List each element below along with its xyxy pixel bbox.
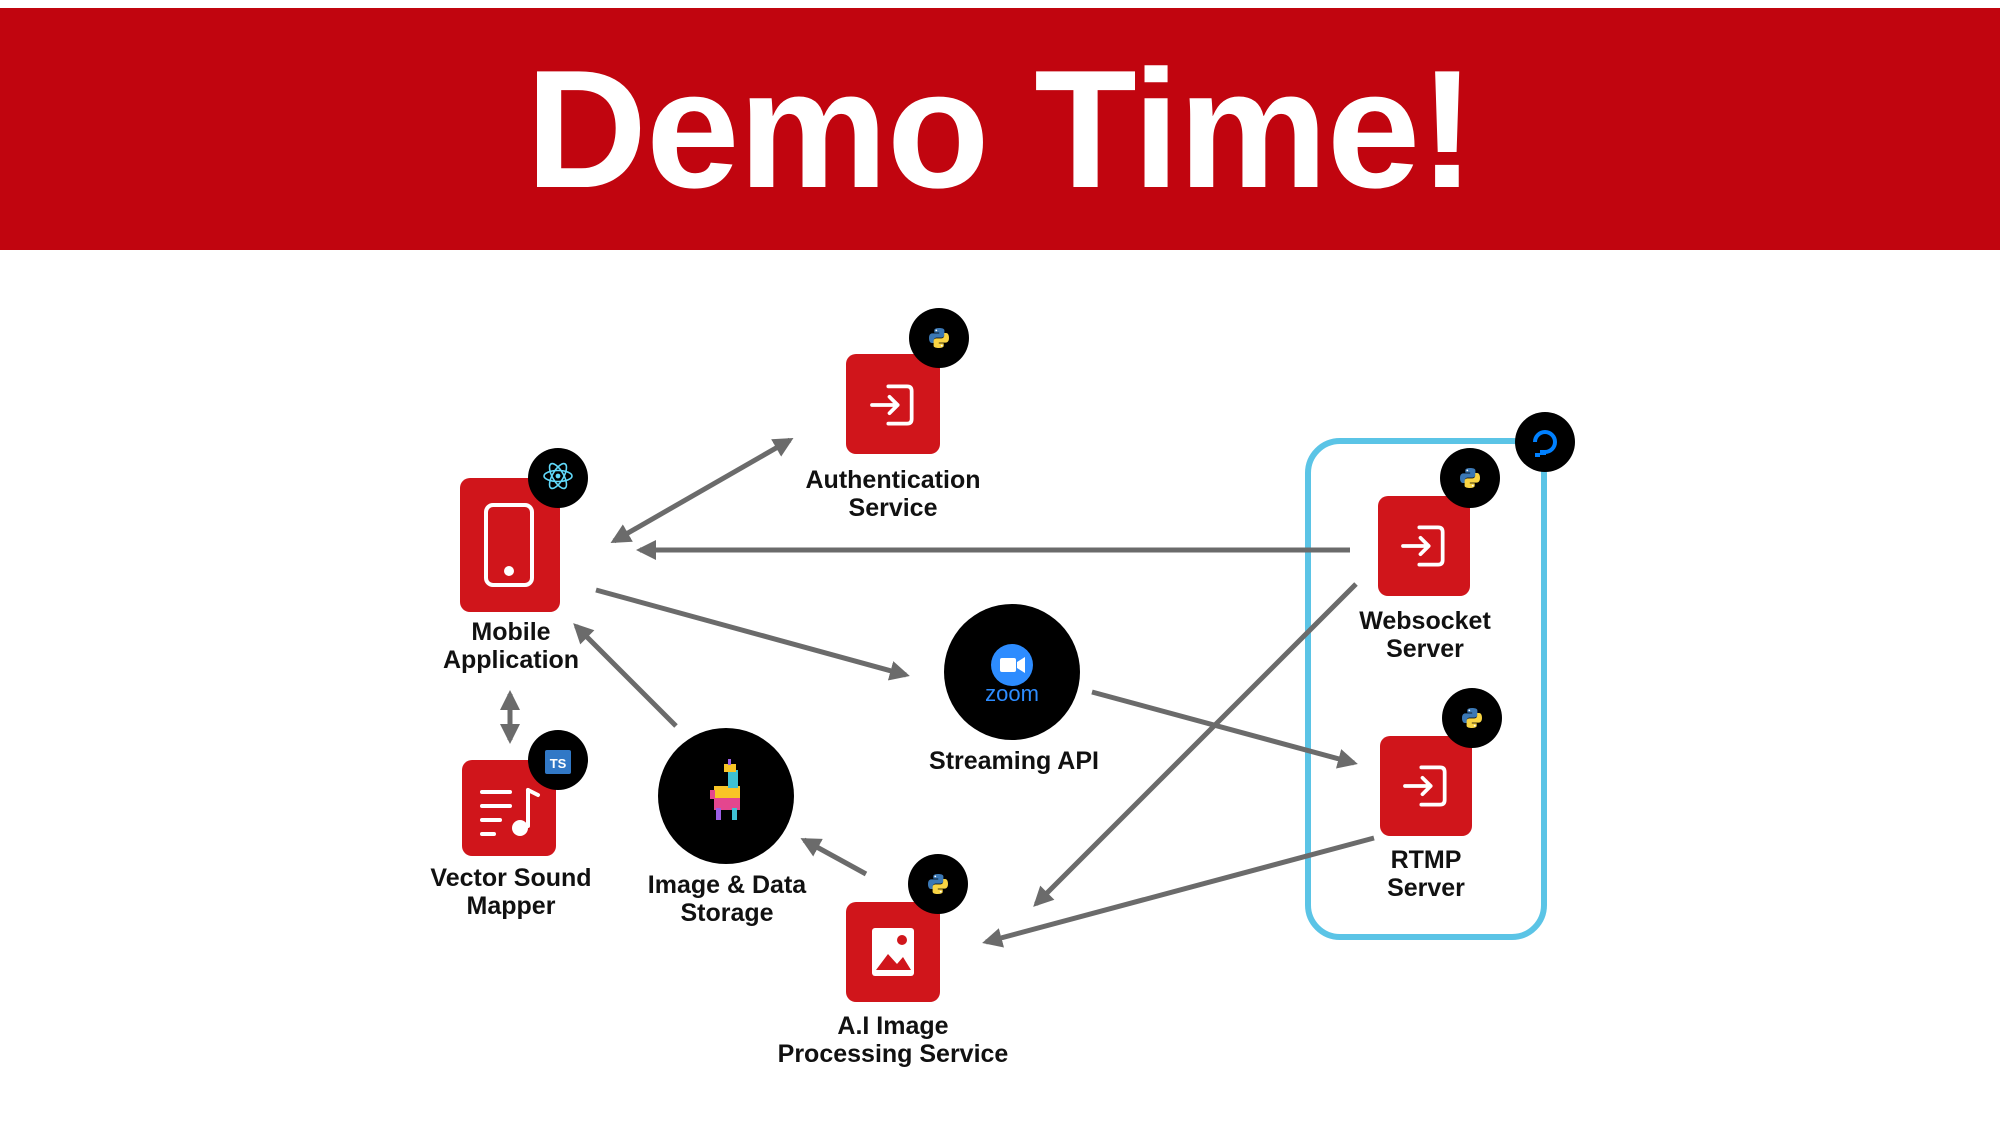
arrow-rtmp-ai-image [982, 835, 1375, 948]
react-icon [543, 462, 573, 490]
title-banner: Demo Time! [0, 8, 2000, 250]
arrow-websocket-ai-image [1033, 582, 1358, 907]
authentication-service-node [846, 308, 969, 454]
mobile-application-node [460, 448, 588, 612]
arrow-ai-image-storage [800, 837, 868, 877]
authentication-service-label: Authentication Service [805, 466, 981, 522]
rtmp-server-label: RTMP Server [1387, 846, 1465, 902]
streaming-api-label: Streaming API [929, 747, 1099, 775]
websocket-server-label: Websocket Server [1359, 607, 1491, 663]
digitalocean-badge [1515, 412, 1575, 472]
arrow-mobile-authentication [610, 437, 794, 544]
image-icon [872, 928, 914, 976]
llama-pinata-icon [710, 759, 740, 820]
digitalocean-icon [1533, 430, 1557, 457]
mobile-application-label: Mobile Application [442, 618, 580, 674]
ai-image-processing-node [846, 854, 968, 1002]
vector-sound-mapper-node: TS [462, 730, 588, 856]
image-data-storage-node [658, 728, 794, 864]
rtmp-server-node [1380, 688, 1502, 836]
smartphone-icon [484, 503, 534, 587]
typescript-icon [545, 750, 571, 774]
python-badge [1442, 688, 1502, 748]
websocket-server-node [1378, 448, 1500, 596]
arrow-storage-mobile [573, 623, 678, 728]
python-badge [908, 854, 968, 914]
arrow-streaming-rtmp [1091, 689, 1358, 769]
python-badge [1440, 448, 1500, 508]
image-data-storage-label: Image & Data Storage [647, 871, 807, 927]
playlist-music-icon [480, 788, 540, 836]
arrow-mobile-streaming [595, 587, 910, 681]
connection-arrows [500, 437, 1375, 948]
page-title: Demo Time! [525, 35, 1475, 223]
streaming-api-node: zoom [944, 604, 1080, 740]
zoom-logo-text: zoom [985, 681, 1039, 706]
typescript-badge-text: TS [550, 756, 567, 771]
ai-image-processing-label: A.I Image Processing Service [777, 1012, 1009, 1068]
server-group-border [1305, 438, 1547, 940]
python-badge [909, 308, 969, 368]
vector-sound-mapper-label: Vector Sound Mapper [430, 864, 592, 920]
